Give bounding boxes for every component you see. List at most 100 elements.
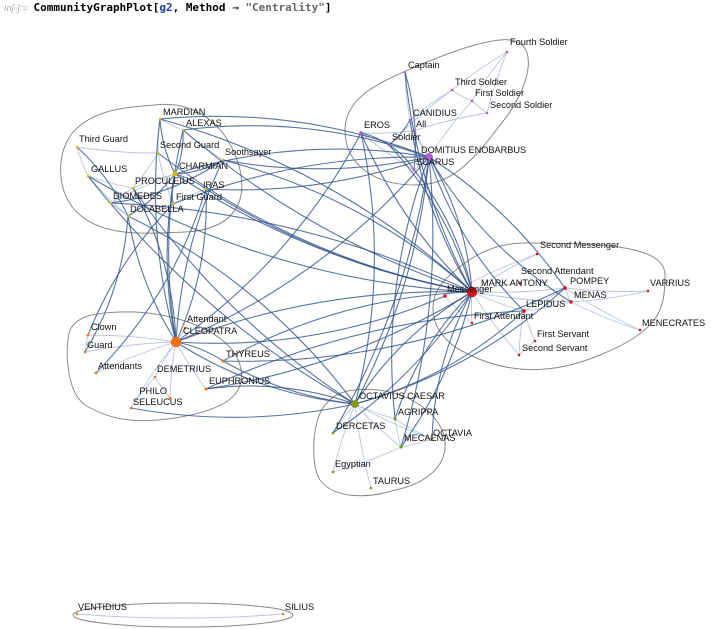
node-mecaenas[interactable] bbox=[399, 445, 403, 449]
node-domitius-enobarbus[interactable] bbox=[425, 153, 433, 161]
node-second-servant[interactable] bbox=[517, 353, 521, 357]
node-label-second-soldier: Second Soldier bbox=[490, 100, 552, 110]
edge-mark-antony-pompey bbox=[471, 287, 566, 293]
node-label-first-attendant: First Attendant bbox=[474, 311, 534, 321]
node-octavia[interactable] bbox=[430, 437, 434, 441]
hull-octavius bbox=[313, 388, 446, 497]
node-captain[interactable] bbox=[403, 70, 407, 74]
input-cell[interactable]: In[◦]:=CommunityGraphPlot[g2, Method → "… bbox=[4, 0, 332, 14]
edge-second-soldier-all bbox=[412, 112, 488, 132]
comma: , bbox=[172, 1, 186, 14]
node-label-second-guard: Second Guard bbox=[160, 140, 219, 150]
node-ventidius[interactable] bbox=[75, 612, 79, 616]
edge-cleopatra-seleucus bbox=[130, 341, 177, 409]
edge-cleopatra-guard bbox=[84, 341, 177, 353]
node-label-demetrius: DEMETRIUS bbox=[157, 364, 211, 374]
node-first-attendant[interactable] bbox=[470, 321, 474, 325]
edge-charmian-iras bbox=[174, 173, 207, 190]
node-soldier[interactable] bbox=[387, 143, 391, 147]
node-third-guard[interactable] bbox=[75, 145, 79, 149]
edge-diomedes-mark-antony bbox=[110, 202, 473, 293]
node-first-guard[interactable] bbox=[171, 202, 175, 206]
edge-charmian-mardian bbox=[159, 118, 176, 175]
node-label-guard: Guard bbox=[87, 340, 113, 350]
node-philo[interactable] bbox=[168, 396, 172, 400]
node-canidius[interactable] bbox=[408, 118, 412, 122]
node-label-agrippa: AGRIPPA bbox=[398, 407, 439, 417]
node-guard[interactable] bbox=[83, 350, 87, 354]
node-silius[interactable] bbox=[281, 612, 285, 616]
edge-mark-antony-captain bbox=[404, 71, 473, 293]
node-eros[interactable] bbox=[359, 131, 363, 135]
node-first-soldier[interactable] bbox=[470, 99, 474, 103]
node-mardian[interactable] bbox=[158, 117, 162, 121]
node-label-octavia: OCTAVIA bbox=[433, 428, 473, 438]
node-second-attendant[interactable] bbox=[518, 281, 522, 285]
edge-octavius-caesar-thyreus bbox=[222, 360, 356, 405]
edge-domitius-enobarbus-agrippa bbox=[391, 156, 430, 420]
edge-canidius-soldier bbox=[388, 119, 411, 146]
node-diomedes[interactable] bbox=[109, 201, 113, 205]
node-label-proculeius: PROCULEIUS bbox=[135, 176, 195, 186]
edge-octavius-caesar-gallus bbox=[87, 175, 356, 405]
node-mark-antony[interactable] bbox=[466, 286, 478, 298]
edge-charmian-diomedes bbox=[110, 173, 176, 204]
node-dolabella[interactable] bbox=[126, 214, 130, 218]
node-fourth-soldier[interactable] bbox=[505, 50, 509, 54]
edge-lepidus-second-servant bbox=[518, 310, 525, 356]
node-iras[interactable] bbox=[204, 187, 208, 191]
node-attendant[interactable] bbox=[183, 326, 187, 330]
node-alexas[interactable] bbox=[181, 128, 185, 132]
node-messenger[interactable] bbox=[443, 294, 447, 298]
node-dercetas[interactable] bbox=[331, 431, 335, 435]
edge-domitius-enobarbus-menas bbox=[428, 156, 572, 303]
node-menecrates[interactable] bbox=[638, 328, 642, 332]
node-second-guard[interactable] bbox=[156, 151, 160, 155]
hull-enobarbus bbox=[344, 39, 529, 186]
node-thyreus[interactable] bbox=[221, 359, 225, 363]
edge-first-guard-domitius-enobarbus bbox=[172, 156, 430, 205]
node-pompey[interactable] bbox=[563, 286, 567, 290]
edge-lepidus-first-servant bbox=[523, 310, 536, 342]
node-attendants[interactable] bbox=[94, 371, 98, 375]
edge-clown-guard bbox=[84, 334, 89, 353]
node-demetrius[interactable] bbox=[153, 375, 157, 379]
node-egyptian[interactable] bbox=[331, 470, 335, 474]
node-label-taurus: TAURUS bbox=[373, 476, 410, 486]
node-second-messenger[interactable] bbox=[535, 252, 539, 256]
edge-menas-varrius bbox=[570, 290, 649, 303]
edge-cleopatra-iras bbox=[175, 188, 207, 343]
edge-domitius-enobarbus-iras bbox=[205, 156, 430, 191]
edge-octavius-caesar-dolabella bbox=[127, 215, 356, 405]
node-charmian[interactable] bbox=[172, 171, 178, 177]
node-proculeius[interactable] bbox=[131, 186, 135, 190]
edge-mark-antony-eros bbox=[360, 132, 473, 293]
rule-arrow: → bbox=[225, 1, 246, 14]
node-gallus[interactable] bbox=[86, 174, 90, 178]
node-first-servant[interactable] bbox=[533, 339, 537, 343]
node-label-philo: PHILO bbox=[139, 386, 167, 396]
node-taurus[interactable] bbox=[369, 486, 373, 490]
edge-domitius-enobarbus-soothsayer bbox=[222, 156, 430, 170]
node-label-euphronius: EUPHRONIUS bbox=[209, 376, 270, 386]
edge-fourth-soldier-second-soldier bbox=[486, 51, 508, 114]
node-all[interactable] bbox=[411, 129, 415, 133]
node-seleucus[interactable] bbox=[129, 406, 133, 410]
edge-octavius-caesar-seleucus bbox=[130, 403, 356, 418]
input-code[interactable]: CommunityGraphPlot[g2, Method → "Central… bbox=[33, 1, 331, 14]
node-third-soldier[interactable] bbox=[450, 88, 454, 92]
node-second-soldier[interactable] bbox=[485, 111, 489, 115]
node-menas[interactable] bbox=[569, 300, 573, 304]
node-label-lepidus: LEPIDUS bbox=[526, 299, 565, 309]
node-lepidus[interactable] bbox=[522, 309, 526, 313]
node-euphronius[interactable] bbox=[204, 387, 208, 391]
node-clown[interactable] bbox=[86, 333, 90, 337]
node-varrius[interactable] bbox=[646, 289, 650, 293]
node-label-first-guard: First Guard bbox=[176, 192, 222, 202]
node-scarus[interactable] bbox=[412, 168, 416, 172]
edge-octavius-caesar-euphronius bbox=[205, 385, 356, 405]
node-cleopatra[interactable] bbox=[170, 336, 182, 348]
node-agrippa[interactable] bbox=[393, 417, 397, 421]
node-octavius-caesar[interactable] bbox=[351, 400, 359, 408]
node-soothsayer[interactable] bbox=[221, 158, 225, 162]
